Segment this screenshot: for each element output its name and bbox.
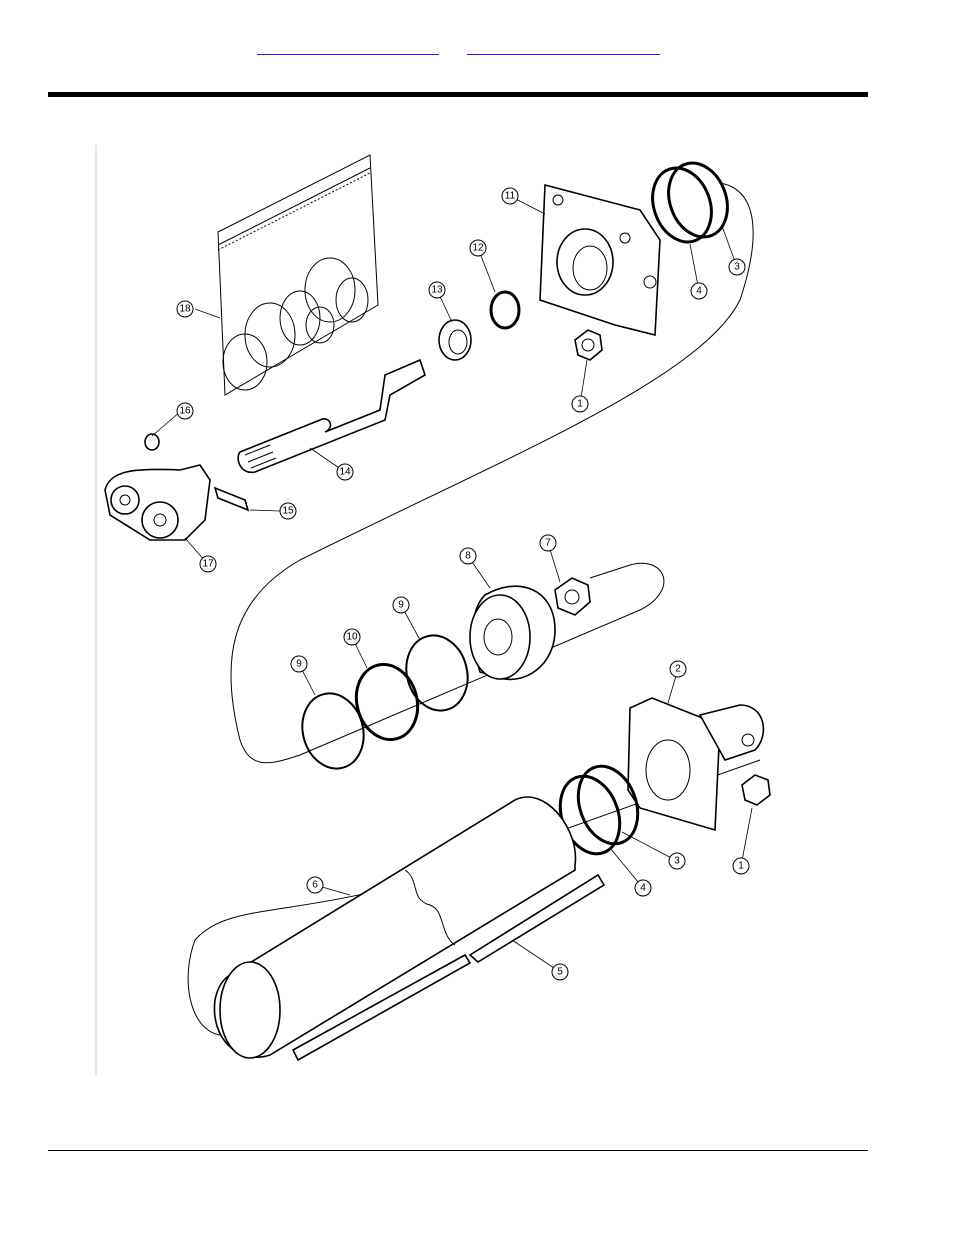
svg-text:5: 5 [557,967,563,978]
piston [470,586,555,679]
svg-text:16: 16 [179,406,191,417]
svg-text:11: 11 [505,191,516,202]
clevis [105,465,210,540]
callout-17: 17 [200,556,216,572]
svg-text:2: 2 [675,664,681,675]
callout-9b: 9 [291,656,307,672]
rod-end-head [540,185,660,335]
svg-text:6: 6 [312,880,318,891]
callout-18: 18 [177,301,193,317]
svg-text:4: 4 [696,286,702,297]
callout-11: 11 [502,188,518,204]
svg-text:4: 4 [640,883,646,894]
piston-rod [238,360,425,472]
svg-text:15: 15 [282,506,294,517]
callout-15: 15 [280,503,296,519]
callout-7: 7 [540,535,556,551]
svg-text:17: 17 [202,559,214,570]
callout-10: 10 [344,629,360,645]
callout-3a: 3 [729,259,745,275]
callout-3b: 3 [669,853,685,869]
footer-rule [48,1150,868,1151]
callout-14: 14 [337,464,353,480]
base-end [628,698,763,830]
callout-5: 5 [552,964,568,980]
callout-4a: 4 [691,283,707,299]
svg-text:3: 3 [734,262,740,273]
callout-1b: 1 [733,858,749,874]
svg-text:3: 3 [674,856,680,867]
callout-12: 12 [470,240,486,256]
svg-text:1: 1 [577,399,583,410]
callout-9a: 9 [393,597,409,613]
callout-13: 13 [429,282,445,298]
callout-6: 6 [307,877,323,893]
callout-1a: 1 [572,396,588,412]
svg-text:9: 9 [398,600,404,611]
svg-text:14: 14 [339,467,351,478]
svg-text:12: 12 [472,243,484,254]
svg-text:9: 9 [296,659,302,670]
callout-16: 16 [177,403,193,419]
seal-kit-bag [218,155,378,395]
callout-4b: 4 [635,880,651,896]
callout-2: 2 [670,661,686,677]
svg-text:13: 13 [431,285,443,296]
svg-text:7: 7 [545,538,551,549]
svg-text:1: 1 [738,861,744,872]
callout-8: 8 [460,548,476,564]
svg-text:18: 18 [179,304,191,315]
svg-text:8: 8 [465,551,471,562]
svg-text:10: 10 [346,632,358,643]
